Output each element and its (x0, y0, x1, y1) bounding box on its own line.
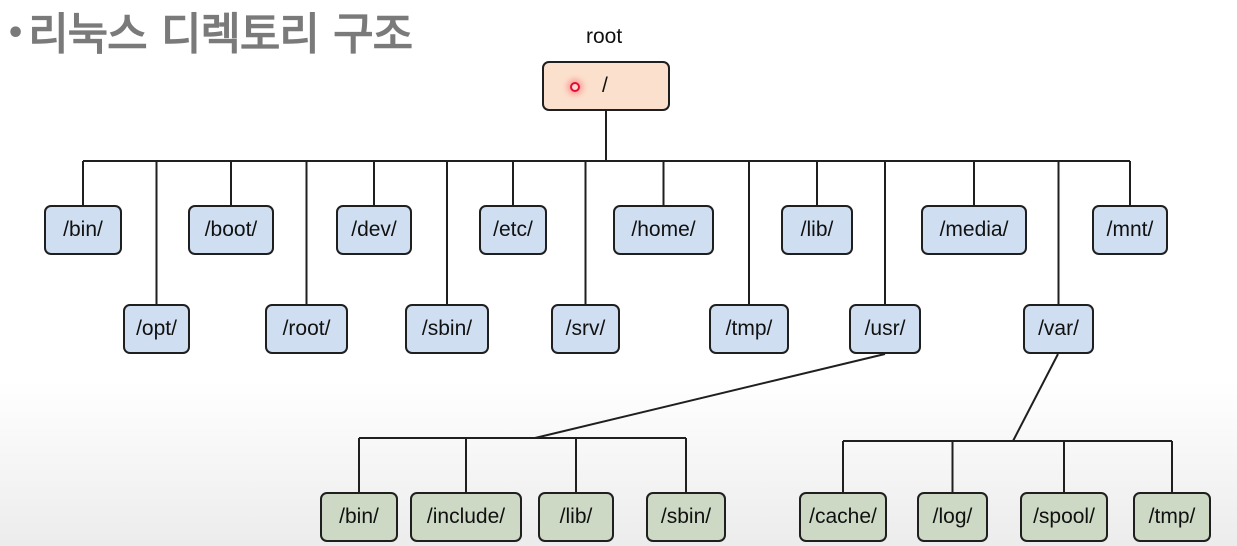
directory-label: /bin/ (339, 505, 379, 528)
directory-label: /usr/ (864, 317, 906, 340)
directory-node-usr-include[interactable]: /include/ (410, 492, 522, 542)
directory-node-sbin[interactable]: /sbin/ (405, 304, 489, 354)
directory-label: /var/ (1038, 317, 1079, 340)
directory-label: /lib/ (559, 505, 593, 528)
directory-node-srv[interactable]: /srv/ (551, 304, 620, 354)
directory-node-var-spool[interactable]: /spool/ (1020, 492, 1108, 542)
var-connector-line (1012, 353, 1059, 442)
directory-label: /tmp/ (1148, 505, 1196, 528)
directory-label: /home/ (631, 218, 696, 241)
directory-node-usr[interactable]: /usr/ (849, 304, 921, 354)
directory-node-var-cache[interactable]: /cache/ (799, 492, 887, 542)
root-caption: root (586, 25, 623, 48)
directory-node-usr-bin[interactable]: /bin/ (320, 492, 398, 542)
laser-pointer-icon (570, 82, 580, 92)
directory-label: /lib/ (800, 218, 834, 241)
directory-label: /opt/ (136, 317, 177, 340)
directory-node-usr-sbin[interactable]: /sbin/ (646, 492, 726, 542)
directory-label: /etc/ (493, 218, 533, 241)
directory-label: /log/ (932, 505, 973, 528)
directory-node-tmp[interactable]: /tmp/ (709, 304, 789, 354)
directory-label: /bin/ (63, 218, 103, 241)
usr-connector-line (534, 353, 886, 439)
directory-label: /srv/ (565, 317, 606, 340)
directory-node-opt[interactable]: /opt/ (123, 304, 190, 354)
directory-node-lib[interactable]: /lib/ (781, 205, 853, 255)
directory-label: /spool/ (1033, 505, 1095, 528)
root-directory-node[interactable]: / (542, 61, 670, 111)
bullet-icon: • (6, 16, 25, 51)
directory-node-etc[interactable]: /etc/ (479, 205, 547, 255)
slide-title: •리눅스 디렉토리 구조 (6, 6, 413, 63)
directory-label: /cache/ (809, 505, 877, 528)
directory-node-bin[interactable]: /bin/ (44, 205, 122, 255)
directory-node-boot[interactable]: /boot/ (188, 205, 274, 255)
directory-node-dev[interactable]: /dev/ (336, 205, 412, 255)
directory-node-media[interactable]: /media/ (921, 205, 1027, 255)
directory-label: /dev/ (351, 218, 397, 241)
directory-label: /media/ (939, 218, 1009, 241)
directory-node-var-log[interactable]: /log/ (917, 492, 988, 542)
root-directory-label: / (602, 74, 608, 97)
directory-node-var[interactable]: /var/ (1023, 304, 1094, 354)
directory-label: /sbin/ (421, 317, 473, 340)
directory-label: /sbin/ (660, 505, 712, 528)
slide-title-text: 리눅스 디렉토리 구조 (28, 9, 413, 60)
directory-label: /mnt/ (1106, 218, 1154, 241)
directory-node-home[interactable]: /home/ (613, 205, 714, 255)
directory-node-root[interactable]: /root/ (265, 304, 348, 354)
directory-label: /tmp/ (725, 317, 773, 340)
directory-node-usr-lib[interactable]: /lib/ (538, 492, 614, 542)
directory-node-var-tmp[interactable]: /tmp/ (1133, 492, 1211, 542)
directory-label: /boot/ (204, 218, 258, 241)
directory-node-mnt[interactable]: /mnt/ (1092, 205, 1168, 255)
directory-label: /include/ (426, 505, 506, 528)
directory-label: /root/ (282, 317, 331, 340)
